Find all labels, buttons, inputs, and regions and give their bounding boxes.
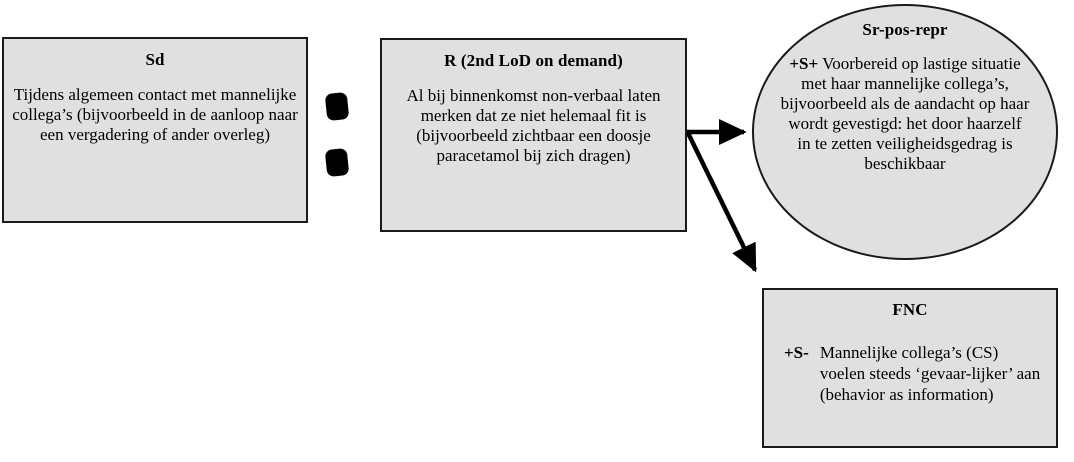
node-r[interactable]: R (2nd LoD on demand) Al bij binnenkomst…: [380, 38, 687, 232]
node-sr-pos-repr[interactable]: Sr-pos-repr +S+ Voorbereid op lastige si…: [752, 4, 1058, 260]
colon-separator-icon: [324, 91, 350, 179]
node-fnc-title: FNC: [892, 300, 928, 319]
node-r-body: Al bij binnenkomst non-verbaal laten mer…: [406, 85, 661, 165]
arrow-r-to-fnc: [685, 132, 758, 273]
node-sd-title: Sd: [145, 50, 165, 69]
node-sr-pos-repr-text: Voorbereid op lastige situatie met haar …: [780, 53, 1030, 173]
node-fnc[interactable]: FNC +S- Mannelijke collega’s (CS) voelen…: [762, 288, 1058, 448]
node-fnc-text: Mannelijke collega’s (CS) voelen steeds …: [819, 342, 1041, 405]
node-r-title: R (2nd LoD on demand): [444, 51, 623, 70]
separator-dot-lower: [324, 147, 350, 178]
node-sd-body: Tijdens algemeen contact met mannelijke …: [12, 84, 298, 144]
node-sd[interactable]: Sd Tijdens algemeen contact met mannelij…: [2, 37, 308, 223]
separator-dot-upper: [324, 91, 350, 122]
node-sr-pos-repr-body: +S+ Voorbereid op lastige situatie met h…: [780, 54, 1030, 174]
node-sr-pos-repr-tag: +S+: [789, 53, 819, 73]
node-sr-pos-repr-title: Sr-pos-repr: [862, 20, 948, 39]
node-fnc-row: +S- Mannelijke collega’s (CS) voelen ste…: [774, 342, 1046, 406]
node-fnc-tag: +S-: [784, 342, 809, 362]
